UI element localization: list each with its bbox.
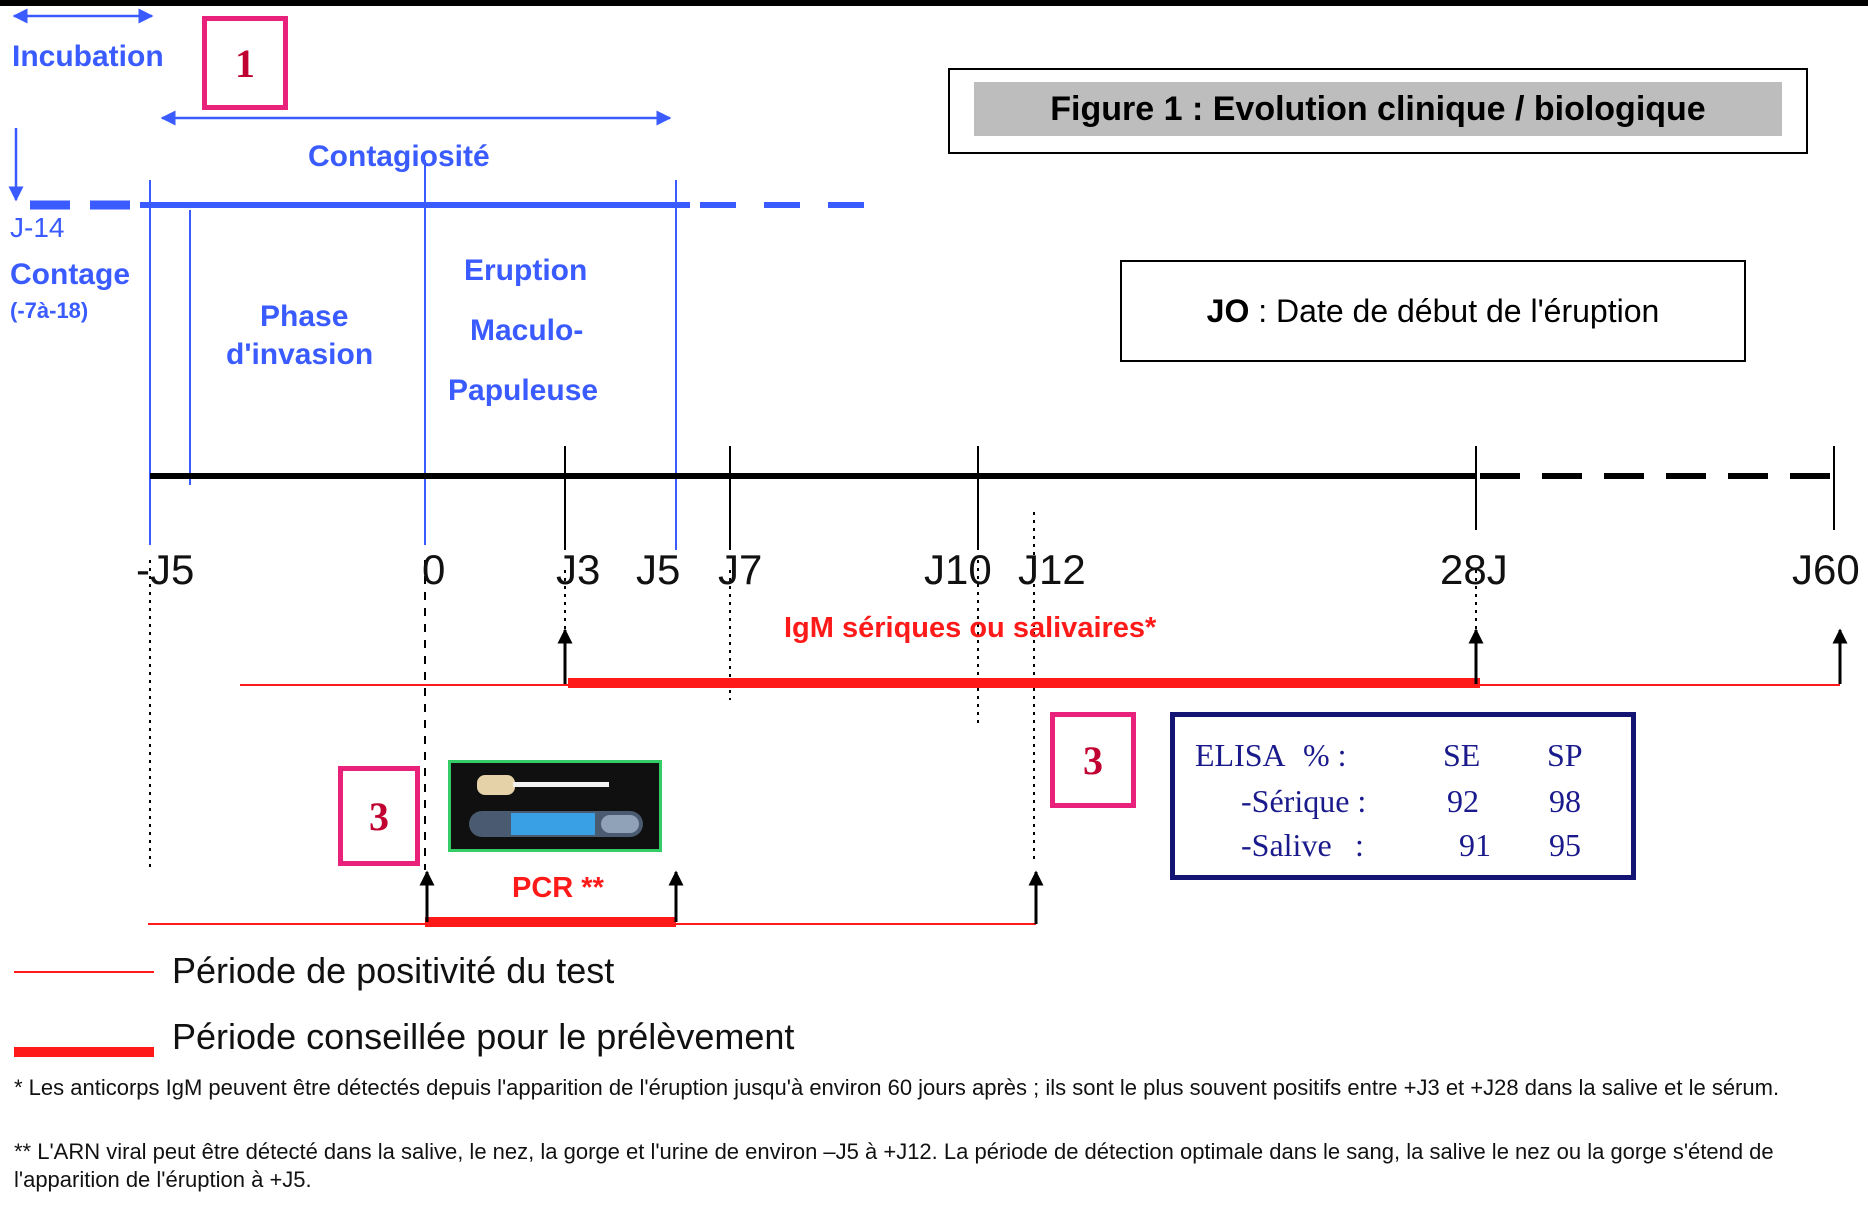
- eruption-label-1: Eruption: [464, 254, 588, 287]
- elisa-header-elisa: ELISA: [1195, 737, 1286, 773]
- tick-label-zero: 0: [422, 546, 446, 593]
- tick-label-j5: J5: [636, 546, 681, 593]
- footnote-igm: * Les anticorps IgM peuvent être détecté…: [14, 1075, 1780, 1100]
- elisa-row-salive-sp: 95: [1549, 827, 1581, 863]
- elisa-header-sp: SP: [1547, 737, 1583, 773]
- swab-icon: [469, 775, 643, 837]
- contage-label: Contage: [10, 258, 130, 291]
- incubation-label: Incubation: [12, 40, 164, 73]
- elisa-row-salive-label: -Salive: [1241, 827, 1332, 863]
- jo-note-text: : Date de début de l'éruption: [1249, 292, 1660, 329]
- swab-photo: [448, 760, 662, 852]
- igm-label: IgM sériques ou salivaires*: [784, 612, 1157, 644]
- elisa-header-percent: % :: [1303, 737, 1347, 773]
- tick-label-28j: 28J: [1440, 546, 1508, 593]
- figure-title: Figure 1 : Evolution clinique / biologiq…: [974, 82, 1782, 136]
- contage-range-label: (-7à-18): [10, 298, 89, 323]
- legend-thin-label: Période de positivité du test: [172, 950, 615, 991]
- tick-label-minus-j5: -J5: [136, 546, 195, 593]
- footnote-pcr: ** L'ARN viral peut être détecté dans la…: [14, 1139, 1774, 1192]
- invasion-label-2: d'invasion: [226, 338, 374, 371]
- figure-title-box: Figure 1 : Evolution clinique / biologiq…: [948, 68, 1808, 154]
- tick-label-j12: J12: [1018, 546, 1086, 593]
- eruption-label-3: Papuleuse: [448, 374, 599, 407]
- tick-label-j7: J7: [718, 546, 763, 593]
- elisa-row-salive-se: 91: [1459, 827, 1491, 863]
- legend-thick-label: Période conseillée pour le prélèvement: [172, 1016, 795, 1057]
- elisa-row-serique-se: 92: [1447, 783, 1479, 819]
- j14-label: J-14: [10, 212, 65, 243]
- elisa-row-salive-sep: :: [1355, 827, 1364, 863]
- jo-note-box: JO : Date de début de l'éruption: [1120, 260, 1746, 362]
- contagiosite-label: Contagiosité: [308, 140, 490, 173]
- marker-box-3-pcr: 3: [338, 766, 420, 866]
- elisa-row-serique-label: -Sérique :: [1241, 783, 1367, 819]
- eruption-label-2: Maculo-: [470, 314, 584, 347]
- tick-label-j10: J10: [924, 546, 992, 593]
- pcr-label: PCR **: [512, 872, 604, 904]
- elisa-header-se: SE: [1443, 737, 1481, 773]
- marker-box-3-elisa: 3: [1050, 712, 1136, 808]
- tick-label-j60: J60: [1792, 546, 1860, 593]
- tick-label-j3: J3: [556, 546, 601, 593]
- elisa-table: ELISA % : SE SP -Sérique : 92 98 -Salive…: [1170, 712, 1636, 880]
- jo-note-bold: JO: [1206, 292, 1250, 329]
- invasion-label-1: Phase: [260, 300, 349, 333]
- elisa-row-serique-sp: 98: [1549, 783, 1581, 819]
- marker-box-1: 1: [202, 16, 288, 110]
